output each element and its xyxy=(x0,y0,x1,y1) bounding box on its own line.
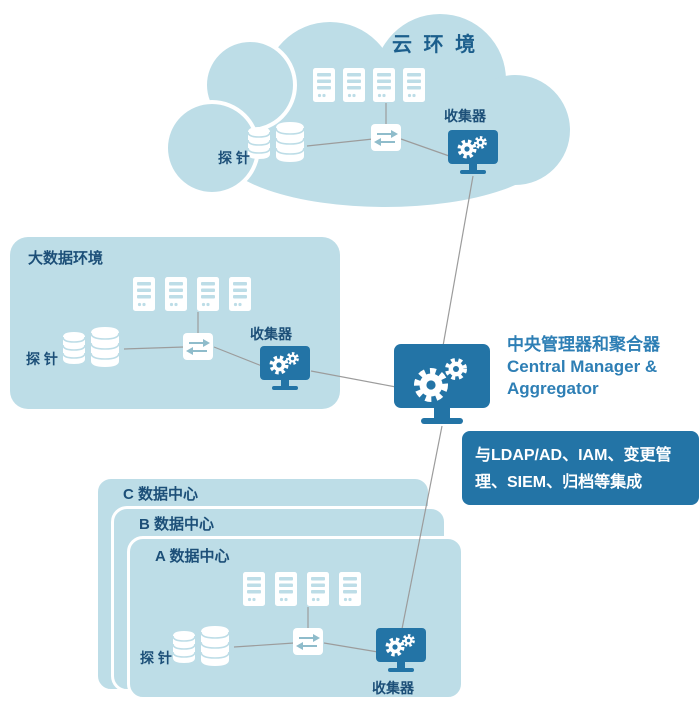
server-icon xyxy=(313,68,335,102)
collector-icon xyxy=(376,628,426,674)
server-icon xyxy=(339,572,361,606)
server-icon xyxy=(403,68,425,102)
central-manager-icon xyxy=(394,344,490,430)
bigdata-collector-label: 收集器 xyxy=(250,326,292,342)
database-icon xyxy=(245,118,307,166)
database-icon xyxy=(60,323,122,371)
server-icon xyxy=(343,68,365,102)
central-manager-label: 中央管理器和聚合器 Central Manager & Aggregator xyxy=(507,334,660,400)
switch-icon xyxy=(293,628,323,655)
server-icon xyxy=(165,277,187,311)
switch-icon xyxy=(371,124,401,151)
server-icon xyxy=(229,277,251,311)
bigdata-probe-label: 探 针 xyxy=(26,351,58,367)
server-icon xyxy=(275,572,297,606)
central-manager-label-en-1: Central Manager & xyxy=(507,357,658,376)
database-icon xyxy=(170,622,232,670)
server-icon xyxy=(307,572,329,606)
server-icon xyxy=(197,277,219,311)
cloud-title: 云 环 境 xyxy=(392,34,479,56)
central-manager-label-en-2: Aggregator xyxy=(507,379,599,398)
central-manager-label-cn: 中央管理器和聚合器 xyxy=(507,335,660,354)
integration-note-line2: 理、SIEM、归档等集成 xyxy=(475,474,643,491)
integration-note-line1: 与LDAP/AD、IAM、变更管 xyxy=(475,447,672,464)
datacenter-b-title: B 数据中心 xyxy=(139,516,215,533)
datacenter-collector-label: 收集器 xyxy=(372,680,414,696)
integration-note: 与LDAP/AD、IAM、变更管 理、SIEM、归档等集成 xyxy=(462,431,699,505)
datacenter-a-title: A 数据中心 xyxy=(155,548,230,565)
bigdata-title: 大数据环境 xyxy=(28,250,104,267)
server-icon xyxy=(133,277,155,311)
server-icon xyxy=(243,572,265,606)
cloud-shape xyxy=(164,14,570,207)
cloud-probe-label: 探 针 xyxy=(218,150,250,166)
collector-icon xyxy=(260,346,310,392)
collector-icon xyxy=(448,130,498,176)
datacenter-c-title: C 数据中心 xyxy=(123,486,199,503)
cloud-collector-label: 收集器 xyxy=(444,108,486,124)
server-icon xyxy=(373,68,395,102)
datacenter-probe-label: 探 针 xyxy=(140,650,172,666)
switch-icon xyxy=(183,333,213,360)
